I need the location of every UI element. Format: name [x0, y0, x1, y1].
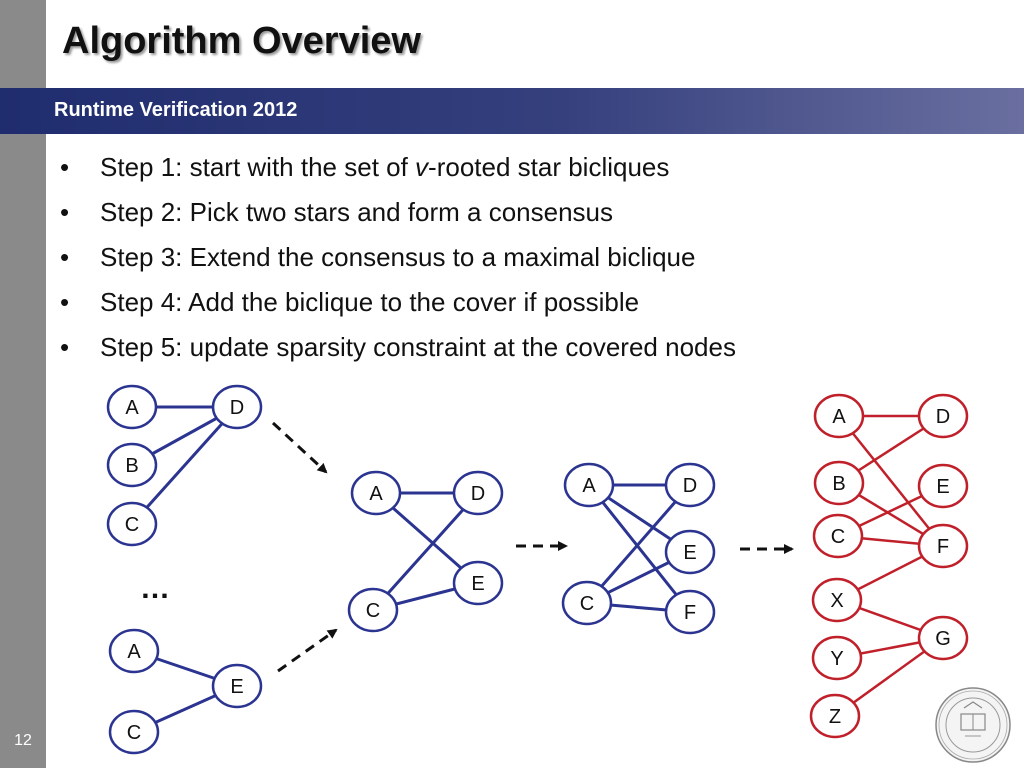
svg-text:B: B: [125, 455, 138, 477]
node-d: D: [917, 393, 969, 439]
node-f: F: [917, 523, 969, 569]
node-f: F: [664, 589, 716, 635]
node-c: C: [812, 513, 864, 559]
svg-text:E: E: [683, 542, 696, 564]
bullet-text: Step 3: Extend the consensus to a maxima…: [100, 242, 696, 272]
dashed-arrow-icon: [271, 421, 328, 474]
edge-a-f: [838, 415, 944, 547]
node-a: A: [813, 393, 865, 439]
bullet-text: Step 4: Add the biclique to the cover if…: [100, 287, 640, 317]
svg-text:C: C: [127, 722, 141, 744]
node-c: C: [347, 587, 399, 633]
bullet-dot-icon: •: [60, 242, 70, 272]
star-biclique-d: A B C D: [106, 384, 263, 547]
svg-text:A: A: [127, 641, 141, 663]
node-b: B: [106, 442, 158, 488]
node-g: G: [917, 615, 969, 661]
svg-text:C: C: [125, 514, 139, 536]
svg-text:G: G: [935, 628, 951, 650]
bullet-list: • Step 1: start with the set of v-rooted …: [58, 150, 1008, 375]
bullet-italic-text: v: [415, 152, 429, 182]
node-a: A: [106, 384, 158, 430]
svg-text:F: F: [684, 602, 696, 624]
bullet-text: Step 2: Pick two stars and form a consen…: [100, 197, 614, 227]
svg-text:B: B: [832, 473, 845, 495]
svg-text:A: A: [582, 475, 596, 497]
bullet-dot-icon: •: [60, 332, 70, 362]
node-a: A: [563, 462, 615, 508]
node-y: Y: [811, 635, 863, 681]
bullet-dot-icon: •: [60, 152, 70, 182]
bullet-dot-icon: •: [60, 197, 70, 227]
bullet-item: • Step 2: Pick two stars and form a conse…: [58, 195, 1008, 240]
bullet-item: • Step 4: Add the biclique to the cover i…: [58, 285, 1008, 330]
svg-text:D: D: [471, 483, 485, 505]
svg-text:C: C: [831, 526, 845, 548]
node-a: A: [108, 628, 160, 674]
svg-text:A: A: [125, 397, 139, 419]
node-d: D: [211, 384, 263, 430]
node-d: D: [452, 470, 504, 516]
bullet-item: • Step 3: Extend the consensus to a maxim…: [58, 240, 1008, 285]
node-z: Z: [809, 693, 861, 739]
edge-c-d: [130, 405, 239, 526]
node-e: E: [211, 663, 263, 709]
svg-text:A: A: [369, 483, 383, 505]
svg-text:D: D: [936, 406, 950, 428]
node-c: C: [106, 501, 158, 547]
slide-number: 12: [14, 732, 32, 749]
edge-a-f: [587, 484, 692, 613]
bullet-text: -rooted star bicliques: [428, 152, 670, 182]
svg-text:X: X: [830, 590, 843, 612]
svg-text:E: E: [230, 676, 243, 698]
edge-c-d: [585, 484, 692, 604]
dashed-arrow-icon: [277, 628, 338, 673]
edge-c-d: [371, 491, 480, 612]
node-d: D: [664, 462, 716, 508]
slide-title: Algorithm Overview: [62, 20, 421, 62]
university-seal-icon: [935, 687, 1011, 763]
node-x: X: [811, 577, 863, 623]
svg-text:A: A: [832, 406, 846, 428]
svg-text:D: D: [683, 475, 697, 497]
node-e: E: [452, 560, 504, 606]
svg-text:C: C: [366, 600, 380, 622]
slide-subtitle: Runtime Verification 2012: [54, 99, 298, 121]
svg-text:Z: Z: [829, 706, 841, 728]
bullet-text: Step 5: update sparsity constraint at th…: [100, 332, 736, 362]
svg-text:D: D: [230, 397, 244, 419]
svg-text:C: C: [580, 593, 594, 615]
node-e: E: [917, 463, 969, 509]
node-c: C: [108, 709, 160, 755]
svg-text:F: F: [937, 536, 949, 558]
node-c: C: [561, 580, 613, 626]
maximal-biclique: A C D E F: [561, 462, 716, 635]
consensus-biclique: A C D E: [347, 470, 504, 633]
bullet-item: • Step 1: start with the set of v-rooted …: [58, 150, 1008, 195]
bullet-text: Step 1: start with the set of: [100, 152, 416, 182]
svg-text:Y: Y: [830, 648, 843, 670]
bullet-dot-icon: •: [60, 287, 70, 317]
bullet-item: • Step 5: update sparsity constraint at t…: [58, 330, 1008, 375]
node-e: E: [664, 529, 716, 575]
star-biclique-e: A C E: [108, 628, 263, 755]
ellipsis-text: …: [140, 572, 170, 605]
node-b: B: [813, 460, 865, 506]
subtitle-band: Runtime Verification 2012: [0, 88, 1024, 134]
node-a: A: [350, 470, 402, 516]
svg-text:E: E: [936, 476, 949, 498]
svg-text:E: E: [471, 573, 484, 595]
cover-graph: A B C X Y Z D E F G: [809, 393, 969, 739]
